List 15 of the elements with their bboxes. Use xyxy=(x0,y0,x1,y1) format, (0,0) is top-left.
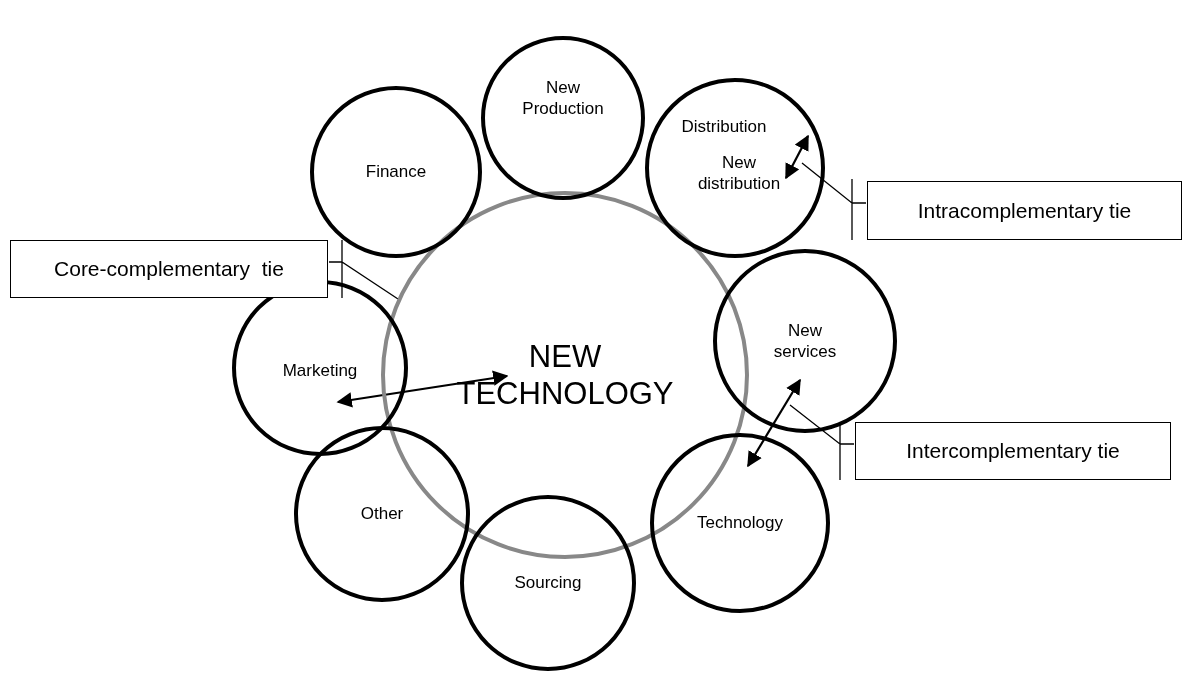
double-arrow xyxy=(747,378,801,468)
leader-line xyxy=(801,162,867,241)
leader-line xyxy=(789,404,855,481)
text-label: Distribution xyxy=(649,116,799,138)
topic-circle: Technology xyxy=(650,433,830,613)
callout-box: Intercomplementary tie xyxy=(855,422,1171,480)
topic-circle: Sourcing xyxy=(460,495,636,671)
leader-line xyxy=(328,239,399,300)
callout-box: Core-complementary tie xyxy=(10,240,328,298)
double-arrow xyxy=(785,134,809,180)
topic-circle: New Production xyxy=(481,36,645,200)
topic-circle: Other xyxy=(294,426,470,602)
callout-box: Intracomplementary tie xyxy=(867,181,1182,240)
topic-circle xyxy=(645,78,825,258)
double-arrow xyxy=(336,370,509,408)
